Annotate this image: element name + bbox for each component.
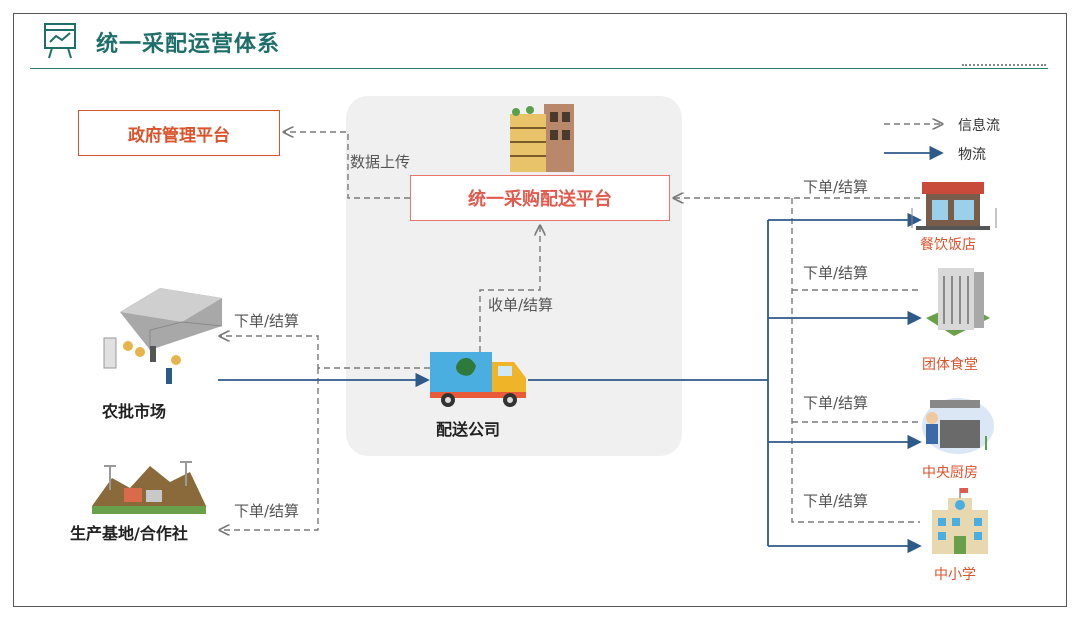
page-title: 统一采配运营体系 [96, 32, 281, 57]
edge-order-bus [791, 198, 920, 523]
production-base-label: 生产基地/合作社 [70, 524, 188, 543]
restaurant-icon [911, 182, 997, 230]
school-icon [932, 488, 988, 554]
label-order-restaurant: 下单/结算 [803, 178, 869, 196]
school-label: 中小学 [934, 567, 976, 583]
edge-to-production [220, 368, 319, 530]
label-data-upload: 数据上传 [350, 153, 411, 171]
header-icon-wrap [44, 23, 76, 59]
label-order-school: 下单/结算 [803, 492, 869, 510]
building-icon [510, 104, 574, 172]
label-order-canteen: 下单/结算 [803, 264, 869, 282]
purchasing-platform-label: 统一采购配送平台 [468, 189, 612, 210]
central-kitchen-label: 中央厨房 [922, 465, 978, 481]
label-order-production: 下单/结算 [234, 502, 300, 520]
presentation-board-icon [44, 23, 76, 59]
title-divider [30, 68, 1048, 69]
title-dots [962, 64, 1046, 68]
canteen-building-icon [926, 268, 990, 336]
kitchen-icon [922, 398, 994, 454]
gov-platform-label: 政府管理平台 [128, 125, 230, 146]
delivery-company-label: 配送公司 [436, 420, 501, 439]
purchasing-platform-box: 统一采购配送平台 [410, 175, 670, 221]
edge-delivery-to-platform [479, 226, 540, 352]
edge-delivery-to-wholesale [220, 336, 430, 369]
wholesale-market-label: 农批市场 [102, 402, 167, 421]
label-receive-settle: 收单/结算 [488, 296, 554, 314]
farm-icon [92, 461, 206, 514]
restaurant-label: 餐饮饭店 [920, 237, 976, 253]
canteen-label: 团体食堂 [922, 357, 978, 373]
slide-frame [13, 13, 1067, 607]
warehouse-icon [103, 288, 223, 384]
truck-icon [430, 352, 526, 407]
label-order-wholesale: 下单/结算 [234, 312, 300, 330]
gov-platform-box: 政府管理平台 [78, 110, 280, 156]
edge-platform-to-gov [284, 132, 410, 199]
label-order-kitchen: 下单/结算 [803, 394, 869, 412]
legend-info-label: 信息流 [958, 118, 1000, 134]
legend-goods-label: 物流 [958, 147, 986, 163]
